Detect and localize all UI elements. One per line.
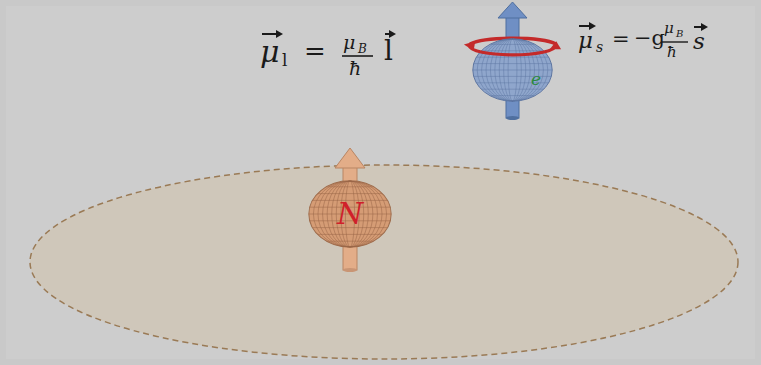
hbar: ħ [667, 45, 677, 60]
moment-symbol: μ [578, 22, 593, 52]
subscript: l [282, 52, 287, 69]
fraction-bar [342, 55, 373, 57]
orbit [30, 165, 738, 359]
subscript: s [596, 40, 603, 54]
electron-symbol: e [531, 71, 541, 88]
vector-symbol: s [693, 23, 705, 53]
moment-symbol: μ [260, 30, 280, 67]
sphere-outline [472, 38, 553, 102]
nucleus-spin-arrow [335, 148, 365, 272]
nucleus-symbol: N [337, 199, 363, 229]
nucleus: N [308, 180, 392, 248]
subscript: B [358, 43, 367, 55]
fraction-bar [662, 41, 688, 42]
vector-symbol: l [384, 30, 393, 65]
equals-sign: = [304, 38, 326, 64]
equals-sign: = [612, 29, 630, 50]
electron: e [472, 38, 553, 102]
bohr-magneton: μ [343, 33, 355, 52]
panel [6, 6, 755, 359]
g-factor: −g [634, 28, 665, 49]
bohr-magneton: μ [664, 21, 674, 36]
subscript: B [676, 29, 683, 39]
hbar: ħ [349, 59, 361, 78]
